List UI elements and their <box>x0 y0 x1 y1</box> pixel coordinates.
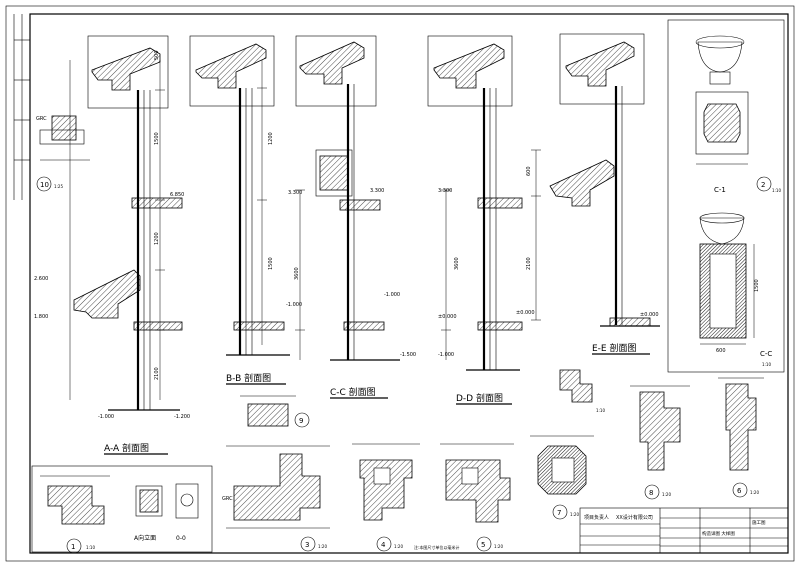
elev-dd-3: -1.000 <box>438 352 454 358</box>
general-note: 注:本图尺寸单位以毫米计 <box>414 544 459 550</box>
detail-label-7: 7 <box>557 509 561 517</box>
section-dd <box>427 35 523 371</box>
detail-label-10: 10 <box>40 181 49 189</box>
detail-bubble-3 <box>300 536 316 552</box>
title-section-aa: A-A 剖面图 <box>104 442 149 454</box>
detail-label-3: 3 <box>305 541 309 549</box>
dim-aa-1: 500 <box>154 50 160 60</box>
detail-scale-2: 1:10 <box>772 188 781 193</box>
elev-cc-1: 3.300 <box>288 190 302 196</box>
detail-8 <box>630 385 690 471</box>
dim-bb-1: 1200 <box>268 132 274 145</box>
section-cc <box>295 35 400 361</box>
scale-c-c: 1:10 <box>762 362 771 367</box>
detail-scale-5: 1:20 <box>494 544 503 549</box>
dim-bb-2: 1500 <box>268 257 274 270</box>
title-project-leader: 项目负责人 <box>584 514 609 521</box>
detail-scale-4: 1:20 <box>394 544 403 549</box>
detail-scale-3: 1:20 <box>318 544 327 549</box>
detail-scale-1: 1:10 <box>86 545 95 550</box>
elev-cc-4: -1.500 <box>400 352 416 358</box>
elev-aa-4: -1.000 <box>98 414 114 420</box>
detail-bubble-4 <box>376 536 392 552</box>
title-section-bb: B-B 剖面图 <box>226 372 271 384</box>
elev-cc-2: 3.300 <box>370 188 384 194</box>
detail-label-2: 2 <box>761 181 765 189</box>
elev-ee-1: ±0.000 <box>640 312 659 318</box>
title-a-elev: A向立面 <box>134 534 156 542</box>
elev-dd-2: ±0.000 <box>438 314 457 320</box>
dim-aa-3: 1200 <box>154 232 160 245</box>
title-c1: C-1 <box>714 186 726 194</box>
detail-scale-8: 1:20 <box>662 492 671 497</box>
dim-aa-4: 2100 <box>154 367 160 380</box>
elev-bb-1: -1.000 <box>286 302 302 308</box>
detail-label-1: 1 <box>71 543 75 551</box>
detail-3 <box>226 445 330 529</box>
dim-dd-1: 3600 <box>454 257 460 270</box>
elev-cc-3: -1.000 <box>384 292 400 298</box>
title-zero-zero: 0-0 <box>176 535 186 542</box>
elev-dd-4: ±0.000 <box>516 310 535 316</box>
detail-scale-6: 1:20 <box>750 490 759 495</box>
detail-bubble-5 <box>476 536 492 552</box>
dim-ee-2: 2100 <box>526 257 532 270</box>
binding-strip <box>13 14 30 200</box>
inner-border <box>29 13 789 554</box>
detail-label-8: 8 <box>649 489 653 497</box>
note-grc-3: GRC <box>222 496 233 502</box>
detail-label-6: 6 <box>737 487 742 495</box>
detail-label-4: 4 <box>381 541 386 549</box>
elev-aa-1: 6.850 <box>170 192 184 198</box>
section-aa <box>39 35 183 411</box>
elev-aa-2: 2.600 <box>34 276 48 282</box>
section-ee <box>531 33 660 327</box>
detail-bubble-9 <box>294 412 310 428</box>
detail-bubble-2 <box>756 176 772 192</box>
detail-bubble-6 <box>732 482 748 498</box>
detail-bubble-10 <box>36 176 52 192</box>
detail-5 <box>440 443 514 523</box>
detail-6 <box>718 377 764 471</box>
detail-label-5: 5 <box>481 541 485 549</box>
dim-cc-1: 3600 <box>294 267 300 280</box>
detail-4 <box>352 443 420 521</box>
elev-dd-1: 3.300 <box>438 188 452 194</box>
title-company: XX设计有限公司 <box>616 514 653 521</box>
detail-scale-10: 1:25 <box>54 184 63 189</box>
detail-7 <box>530 435 594 495</box>
detail-small-1-10 <box>559 369 593 403</box>
dim-ee-1: 600 <box>526 166 532 176</box>
elev-aa-3: 1.800 <box>34 314 48 320</box>
detail-label-9: 9 <box>299 417 303 425</box>
detail-bubble-7 <box>552 504 568 520</box>
title-c-c: C-C <box>760 350 772 358</box>
detail-scale-7: 1:20 <box>570 512 579 517</box>
dim-pier-2: 600 <box>716 348 726 354</box>
dim-aa-2: 1500 <box>154 132 160 145</box>
dim-pier-1: 1500 <box>754 279 760 292</box>
detail-1-box <box>31 465 213 553</box>
title-section-cc: C-C 剖面图 <box>330 386 376 398</box>
scale-small-1-10: 1:10 <box>596 408 605 413</box>
elev-aa-5: -1.200 <box>174 414 190 420</box>
title-section-dd: D-D 剖面图 <box>456 392 503 404</box>
detail-bubble-1 <box>66 538 82 554</box>
title-block <box>579 507 789 554</box>
outer-border <box>5 5 795 562</box>
detail-bubble-8 <box>644 484 660 500</box>
detail-9 <box>240 395 296 427</box>
title-stage: 施工图 <box>752 519 766 526</box>
note-grc: GRC <box>36 116 47 122</box>
title-section-ee: E-E 剖面图 <box>592 342 636 354</box>
section-bb <box>189 35 290 356</box>
detail-2-pier <box>667 19 785 373</box>
title-drawing: 构造详图 大样图 <box>702 530 735 537</box>
